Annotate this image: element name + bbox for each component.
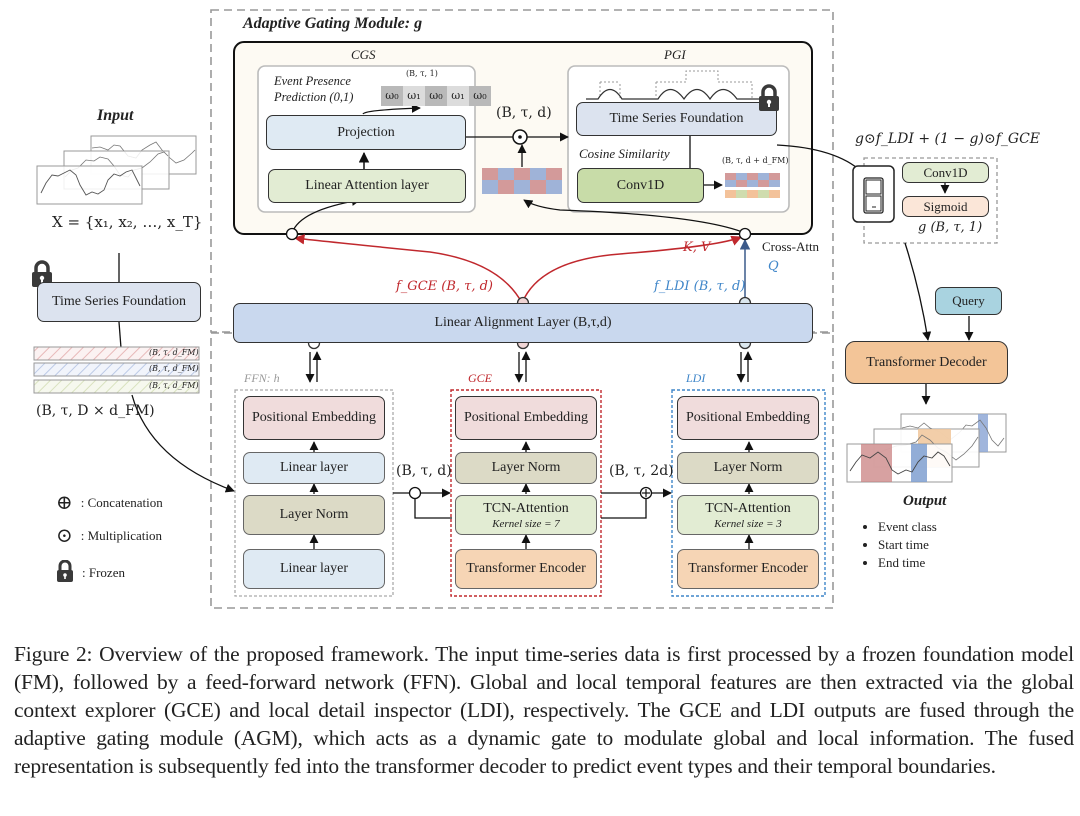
cross-attn-node (738, 227, 752, 241)
feature-strip-2 (33, 362, 200, 377)
gate-formula: g⊙f_LDI + (1 − g)⊙f_GCE (855, 131, 1041, 147)
gate-sigmoid-block: Sigmoid (902, 196, 989, 217)
pgi-out-shape: (B, τ, d + d_FM) (722, 156, 789, 165)
legend-multiplication-text: : Multiplication (80, 528, 163, 543)
output-item: End time (878, 554, 937, 572)
output-title: Output (903, 493, 947, 509)
f-gce-label: f_GCE (B, τ, d) (396, 279, 494, 294)
lock-icon (757, 84, 781, 117)
feature-shape-1: (B, τ, d_FM) (149, 348, 199, 357)
weight-cell: ω₁ (447, 86, 469, 106)
pgi-tsf-block: Time Series Foundation (576, 102, 777, 136)
pgi-conv1d-block: Conv1D (577, 168, 704, 203)
output-item: Start time (878, 536, 937, 554)
multiplication-icon: ⊙ (56, 525, 73, 547)
input-title: Input (97, 107, 134, 124)
f-ldi-label: f_LDI (B, τ, d) (654, 279, 746, 294)
gce-transformer-encoder: Transformer Encoder (455, 549, 597, 589)
event-weights: ω₀ ω₁ ω₀ ω₁ ω₀ (381, 86, 491, 106)
input-tsf-block: Time Series Foundation (37, 282, 201, 322)
pgi-out-grid (725, 173, 781, 201)
ldi-label: LDI (686, 371, 706, 385)
gate-shape-label: g (B, τ, 1) (918, 220, 983, 235)
input-formula: X = {x₁, x₂, …, x_T} (52, 213, 203, 231)
concat-shape-label: (B, τ, D × d_FM) (36, 403, 155, 419)
gate-conv1d-block: Conv1D (902, 162, 989, 183)
gce-kernel-label: Kernel size = 7 (492, 517, 560, 530)
linear-alignment-layer: Linear Alignment Layer (B,τ,d) (233, 303, 813, 343)
output-list: Event class Start time End time (862, 518, 937, 572)
cgs-input-node (285, 227, 299, 241)
cgs-label: CGS (351, 47, 376, 62)
cosine-similarity-label: Cosine Similarity (579, 146, 670, 161)
ffn-linear-layer-bottom: Linear layer (243, 549, 385, 589)
gce-ldi-shape: (B, τ, 2d) (609, 463, 674, 479)
feature-strip-1 (33, 346, 200, 361)
pgi-label: PGI (664, 47, 686, 62)
ldi-transformer-encoder: Transformer Encoder (677, 549, 819, 589)
gce-tcn-label: TCN-Attention (483, 500, 569, 516)
feature-strip-3 (33, 379, 200, 394)
ffn-positional-embedding: Positional Embedding (243, 396, 385, 440)
legend-frozen: : Frozen (56, 559, 125, 586)
legend-concatenation: ⊕ : Concatenation (56, 493, 163, 513)
legend-frozen-text: : Frozen (82, 565, 125, 580)
ldi-region (671, 389, 826, 597)
ldi-tcn-label: TCN-Attention (705, 500, 791, 516)
event-presence-label: Event Presence Prediction (0,1) (274, 74, 354, 104)
query-block: Query (935, 287, 1002, 315)
concatenation-icon: ⊕ (56, 492, 73, 514)
weight-cell: ω₁ (403, 86, 425, 106)
legend-concatenation-text: : Concatenation (80, 495, 163, 510)
event-shape-label: (B, τ, 1) (406, 69, 438, 78)
ldi-layer-norm: Layer Norm (677, 452, 819, 484)
lock-icon (56, 559, 74, 586)
ffn-layer-norm: Layer Norm (243, 495, 385, 535)
gce-layer-norm: Layer Norm (455, 452, 597, 484)
feature-shape-3: (B, τ, d_FM) (149, 381, 199, 390)
feature-grid (482, 168, 562, 198)
cross-attn-label: Cross-Attn (762, 239, 820, 254)
legend-multiplication: ⊙ : Multiplication (56, 526, 162, 546)
pgi-waveform (586, 70, 760, 101)
ffn-gce-node (408, 486, 422, 500)
agm-title: Adaptive Gating Module: g (243, 15, 423, 32)
ffn-gce-shape: (B, τ, d) (396, 463, 452, 479)
gce-positional-embedding: Positional Embedding (455, 396, 597, 440)
ldi-positional-embedding: Positional Embedding (677, 396, 819, 440)
gce-tcn-attention: TCN-Attention Kernel size = 7 (455, 495, 597, 535)
ffn-linear-layer-top: Linear layer (243, 452, 385, 484)
input-timeseries (36, 135, 197, 205)
ffn-label: FFN: h (244, 371, 280, 385)
output-timeseries (846, 413, 1007, 483)
q-label: Q (768, 259, 779, 274)
kv-label: K, V (683, 240, 711, 255)
weight-cell: ω₀ (425, 86, 447, 106)
ldi-kernel-label: Kernel size = 3 (714, 517, 782, 530)
feature-shape-2: (B, τ, d_FM) (149, 364, 199, 373)
gce-label: GCE (468, 371, 492, 385)
transformer-decoder-block: Transformer Decoder (845, 341, 1008, 384)
ldi-tcn-attention: TCN-Attention Kernel size = 3 (677, 495, 819, 535)
weight-cell: ω₀ (469, 86, 491, 106)
output-item: Event class (878, 518, 937, 536)
figure-caption: Figure 2: Overview of the proposed frame… (14, 642, 1074, 778)
linear-attention-block: Linear Attention layer (268, 169, 466, 203)
weight-cell: ω₀ (381, 86, 403, 106)
encoder-region (210, 332, 834, 609)
projection-block: Projection (266, 115, 466, 150)
mult-shape-label: (B, τ, d) (496, 105, 552, 121)
